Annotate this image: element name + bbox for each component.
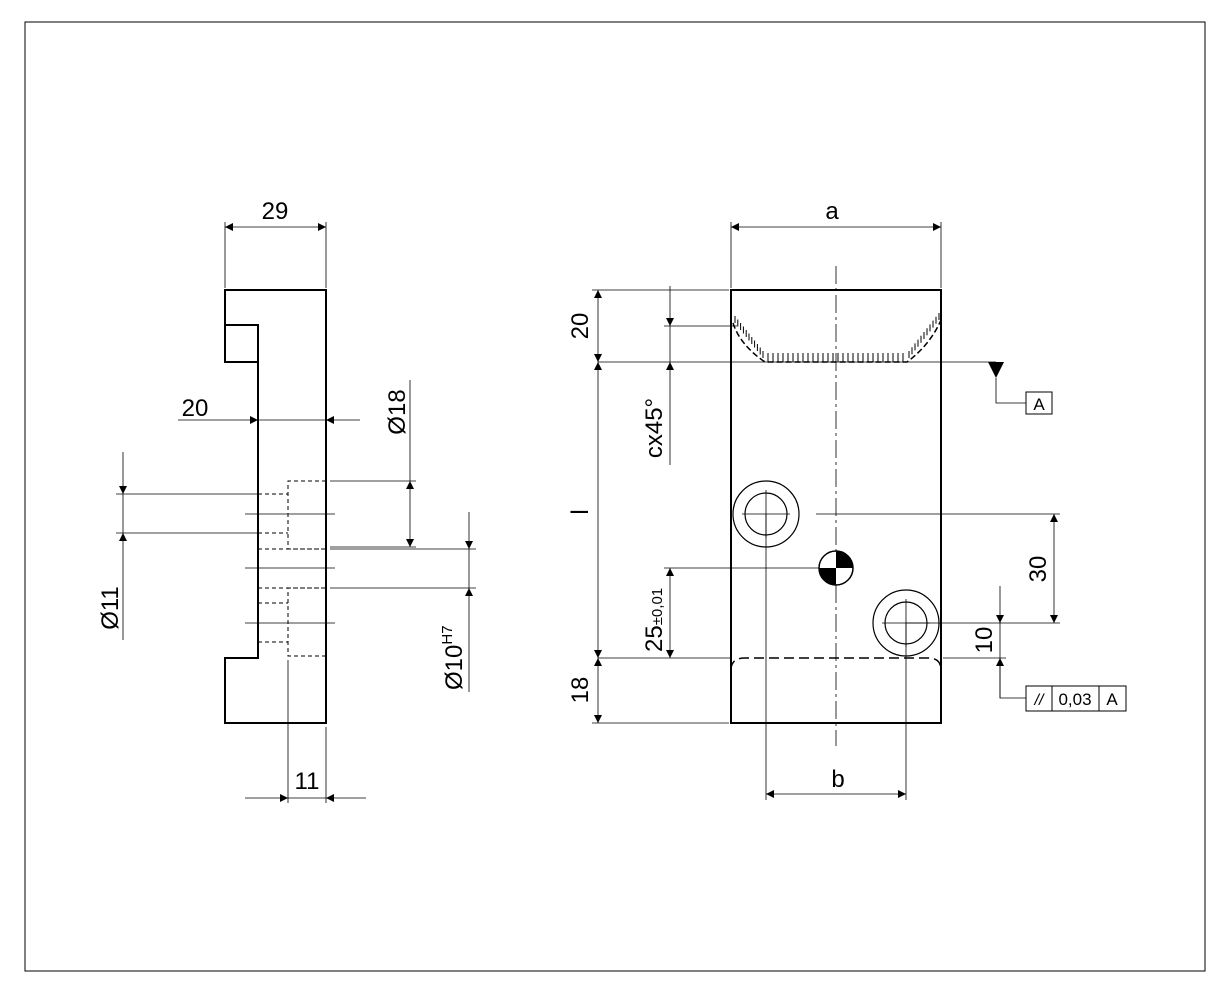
dim-20-side-label: 20 [182, 395, 209, 422]
dim-11-label: 11 [295, 768, 320, 795]
hidden-counterbore-lower [258, 587, 326, 657]
side-view-outline [224, 289, 327, 724]
dim-30-label: 30 [1025, 556, 1052, 583]
dim-25-label: 25±0,01 [641, 588, 668, 652]
sheet-border [24, 21, 1206, 972]
side-view-centerlines [245, 513, 335, 624]
dim-18-label: 18 [567, 677, 594, 704]
dim-29-label: 29 [262, 198, 289, 225]
tolerance-datum: A [1106, 690, 1118, 709]
v-groove-texture [734, 313, 940, 362]
dimension-30: 30 [1025, 514, 1058, 623]
dimension-29: 29 [224, 198, 327, 288]
dimension-dia18: Ø18 [330, 380, 416, 548]
side-view: 29 20 Ø18 Ø11 [97, 198, 476, 803]
dim-dia10-label: Ø10H7 [439, 625, 468, 690]
side-view-top-step [224, 325, 258, 363]
dim-chamfer-label: cx45° [641, 398, 668, 458]
dim-b-label: b [831, 766, 844, 793]
v-groove-profile [732, 319, 942, 363]
dim-dia10-value: Ø10 [441, 645, 468, 690]
datum-a-label: A [1033, 395, 1045, 414]
dim-10-label: 10 [971, 627, 998, 654]
dimension-a: a [730, 198, 942, 288]
hidden-bore [258, 548, 326, 589]
parallelism-tolerance-frame: // 0,03 A [999, 658, 1127, 712]
dim-dia10-tolerance: H7 [439, 625, 456, 644]
dimension-dia11: Ø11 [97, 452, 258, 640]
dim-l-label: l [567, 509, 594, 514]
dimension-b: b [766, 766, 906, 798]
dimension-18: 18 [567, 658, 729, 724]
hidden-bottom-slot [730, 657, 942, 671]
dim-25-value: 25 [641, 625, 668, 652]
tolerance-value: 0,03 [1058, 690, 1091, 709]
dimension-20-side: 20 [178, 395, 360, 424]
dimension-11: 11 [245, 660, 366, 803]
dim-dia18-label: Ø18 [384, 389, 411, 434]
dimension-25: 25±0,01 [641, 568, 674, 658]
datum-a-symbol: A [988, 362, 1053, 415]
center-of-mass-symbol [664, 550, 854, 586]
hole-extension-lines [765, 513, 1060, 800]
dimension-l: l [567, 362, 602, 658]
hidden-counterbore-upper [258, 480, 326, 550]
front-view: a 20 l 18 cx45° [567, 198, 1127, 800]
dimension-dia10: Ø10H7 [330, 512, 476, 692]
dimension-10: 10 [943, 586, 1006, 698]
dimension-20-front: 20 [567, 289, 729, 362]
dim-25-tolerance: ±0,01 [649, 588, 666, 625]
dim-a-label: a [825, 198, 839, 225]
dimension-chamfer: cx45° [641, 286, 737, 465]
tolerance-symbol: // [1034, 692, 1045, 709]
dim-20-front-label: 20 [567, 313, 594, 340]
dim-dia11-label: Ø11 [97, 586, 124, 630]
